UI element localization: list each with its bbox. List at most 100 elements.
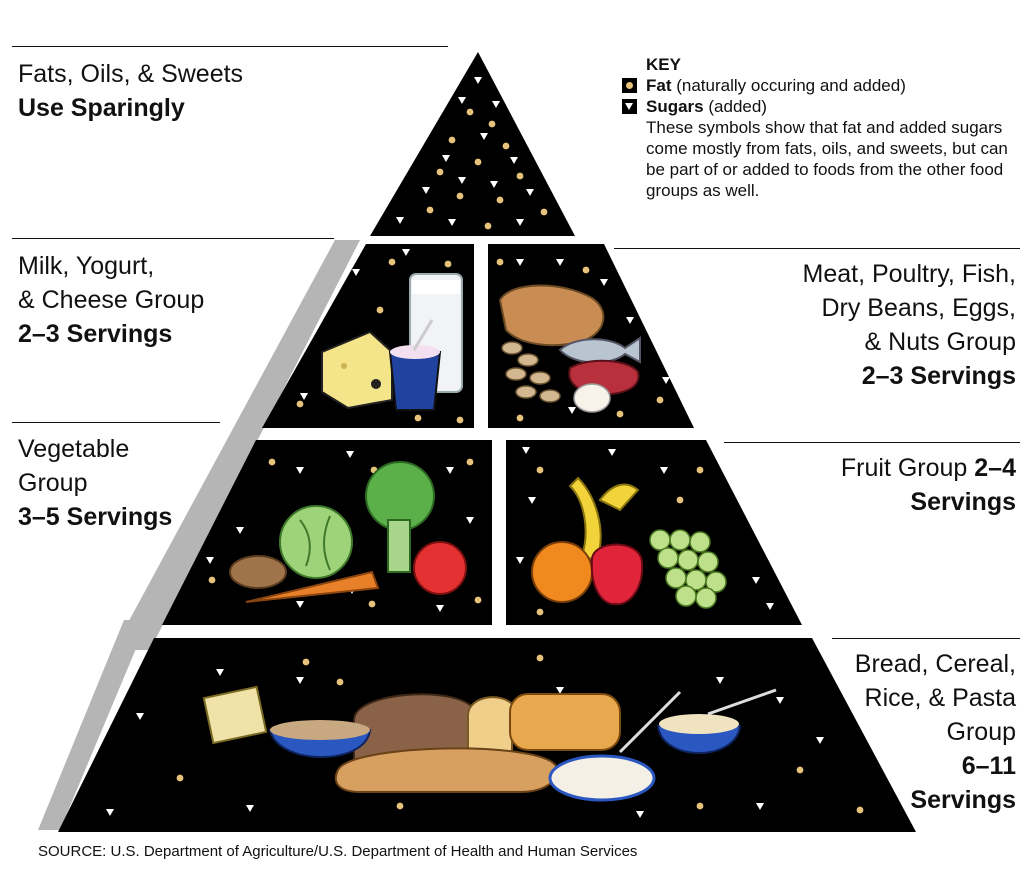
cheese-hole [341,363,347,369]
sugar-symbol [448,219,456,226]
sugar-symbol [528,497,536,504]
bread-name-3: Group [946,718,1016,746]
fat-sugar-symbols [106,77,864,818]
meat-name-1: Meat, Poultry, Fish, [802,260,1017,288]
sugar-symbol [556,687,564,694]
baguette-icon [334,747,558,793]
sugar-symbol [490,181,498,188]
label-vegetable: Vegetable Group 3–5 Servings [18,432,172,534]
fruit-foods [531,476,727,609]
cracker-icon [202,685,268,745]
label-fats: Fats, Oils, & Sweets Use Sparingly [18,57,243,125]
sugar-symbol [510,157,518,164]
sugar-symbol [626,317,634,324]
sugar-symbol [526,189,534,196]
key-row-fat: Fat (naturally occuring and added) [622,75,1022,96]
vegetable-servings: 3–5 Servings [18,503,173,531]
lettuce-vein [299,515,331,571]
apple-icon [590,543,644,606]
rice-top [659,714,739,734]
sugar-symbol [660,467,668,474]
fish-icon [558,336,641,364]
fruit-name-line: Fruit Group 2–4 [756,451,1016,485]
egg-icon [573,383,611,413]
rule-fats [12,46,448,47]
pyramid-side-shade-lower [38,620,148,830]
yogurt-icon [388,351,442,411]
bread-servings-a: 6–11 [961,752,1016,780]
bread-name-2: Rice, & Pasta [864,684,1016,712]
sugar-symbol [446,467,454,474]
fat-symbol [388,258,396,266]
vegetable-name-1: Vegetable [18,435,130,463]
meat-name-2: Dry Beans, Eggs, [821,294,1016,322]
bread-name-1: Bread, Cereal, [854,650,1016,678]
sugar-symbol [608,449,616,456]
sugar-symbol [236,527,244,534]
fat-symbol [496,258,504,266]
fat-symbol [302,658,310,666]
sugar-symbol [436,605,444,612]
fat-symbol [696,802,704,810]
fat-symbol [474,596,482,604]
sugar-symbol [216,669,224,676]
pasta-plate-icon [548,754,656,802]
orange-icon [531,541,593,603]
fat-symbol-icon [622,78,637,93]
fat-symbol [268,458,276,466]
rule-vegetable [12,422,220,423]
broccoli-stem [387,519,411,573]
sugar-symbol [816,737,824,744]
grapes-icon [649,529,727,609]
grain-foods [202,685,777,802]
banana-peel [598,483,640,512]
vegetable-foods [229,461,467,603]
fat-symbol [426,206,434,214]
bread-servings-b: Servings [910,786,1016,814]
fat-symbol [502,142,510,150]
sugar-symbol [474,77,482,84]
fat-symbol [396,802,404,810]
fat-symbol [368,600,376,608]
rule-meat [614,248,1020,249]
sugar-symbol [600,279,608,286]
rule-fruit [724,442,1020,443]
sugar-symbol [716,677,724,684]
milk-top [412,280,460,294]
fat-symbol [376,306,384,314]
key-note: These symbols show that fat and added su… [646,118,1008,200]
sugar-symbol [776,697,784,704]
label-fruit: Fruit Group 2–4 Servings [756,451,1016,519]
fat-symbol [696,466,704,474]
vegetable-name-2: Group [18,469,88,497]
sugar-symbol [492,101,500,108]
fork [618,690,682,754]
sugar-symbol [516,219,524,226]
fat-symbol [616,410,624,418]
sugar-symbol [442,155,450,162]
sugar-symbol [106,809,114,816]
sugar-symbol [568,407,576,414]
fat-symbol [474,158,482,166]
rule-bread [832,638,1020,639]
fat-symbol [484,222,492,230]
key-sugar-label: Sugars [646,97,704,116]
sugar-symbol [136,713,144,720]
meat-name-3: & Nuts Group [864,328,1016,356]
fat-symbol [448,136,456,144]
carrot-icon [245,570,380,603]
sugar-symbol [766,603,774,610]
chopsticks [707,688,777,716]
fat-symbol [536,466,544,474]
fat-symbol [436,168,444,176]
key-fat-label: Fat [646,76,672,95]
label-bread: Bread, Cereal, Rice, & Pasta Group 6–11 … [826,647,1016,817]
sugar-symbol [522,447,530,454]
sugar-symbol [346,451,354,458]
fat-symbol [540,208,548,216]
sugar-symbol [246,805,254,812]
fat-symbol [444,260,452,268]
fat-symbol [208,576,216,584]
potato-icon [229,555,287,589]
